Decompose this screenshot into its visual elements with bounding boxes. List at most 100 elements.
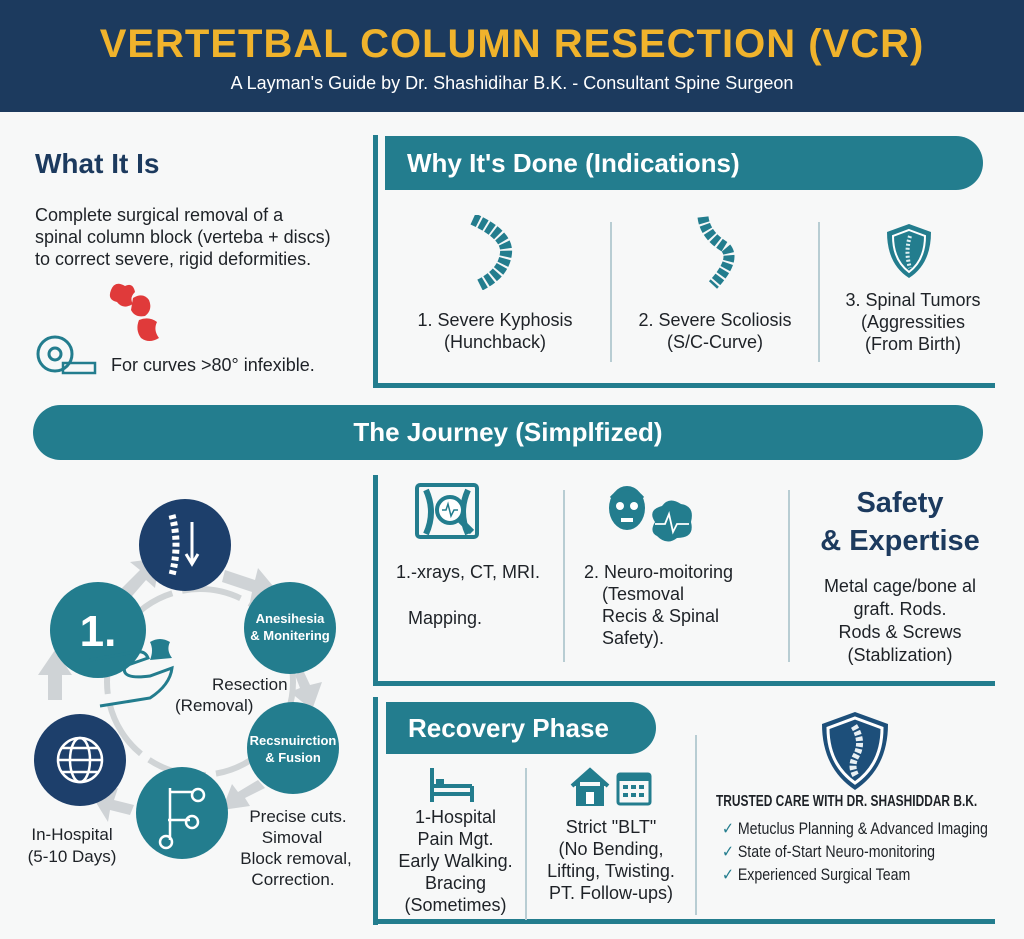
hospital-bed-icon bbox=[430, 768, 474, 802]
indication-subtitle: (From Birth) bbox=[865, 334, 961, 354]
indication-title: 1. Severe Kyphosis bbox=[417, 310, 573, 330]
spine-icon bbox=[168, 514, 180, 576]
divider bbox=[610, 222, 612, 362]
journey-border bbox=[373, 681, 995, 686]
indication-tumors: 3. Spinal Tumors(Aggressities(From Birth… bbox=[818, 289, 1008, 355]
safety-heading: Safety & Expertise bbox=[800, 484, 1000, 560]
safety-line: Rods & Screws bbox=[838, 622, 962, 642]
indication-kyphosis: 1. Severe Kyphosis(Hunchback) bbox=[400, 309, 590, 353]
safety-heading-line: Safety bbox=[856, 487, 944, 519]
check-icon: ✓ bbox=[722, 843, 738, 861]
trusted-care-item: ✓ State of-Start Neuro-monitoring bbox=[722, 841, 1014, 864]
trusted-care-list: ✓ Metuclus Planning & Advanced Imaging ✓… bbox=[722, 818, 1014, 887]
kyphosis-spine-icon bbox=[470, 215, 513, 290]
trusted-care-item: ✓ Experienced Surgical Team bbox=[722, 864, 1014, 887]
rods-circle bbox=[136, 767, 228, 859]
page-title: VERTETBAL COLUMN RESECTION (VCR) bbox=[99, 22, 925, 66]
anesthesia-circle bbox=[244, 582, 336, 674]
description-line: spinal column block (verteba + discs) bbox=[35, 227, 331, 247]
what-it-is-description: Complete surgical removal of a spinal co… bbox=[35, 204, 331, 270]
indication-title: 3. Spinal Tumors bbox=[845, 290, 981, 310]
resection-step: Simoval bbox=[262, 828, 322, 847]
safety-line: graft. Rods. bbox=[853, 599, 947, 619]
globe-icon bbox=[56, 736, 104, 784]
recovery-line: Lifting, Twisting. bbox=[547, 861, 675, 881]
recovery-line: Pain Mgt. bbox=[417, 829, 494, 849]
resection-step: Precise cuts. bbox=[249, 807, 346, 826]
imaging-scan-icon bbox=[415, 483, 479, 539]
check-icon: ✓ bbox=[722, 866, 738, 884]
home-recovery: Strict "BLT" (No Bending, Lifting, Twist… bbox=[530, 816, 692, 904]
home-calendar-icon bbox=[570, 767, 652, 806]
divider bbox=[525, 768, 527, 920]
reconstruction-label: Recsnuirction bbox=[250, 733, 337, 748]
trusted-care-text: Metuclus Planning & Advanced Imaging bbox=[737, 820, 988, 838]
divider bbox=[788, 490, 790, 662]
recovery-line: 1-Hospital bbox=[414, 807, 497, 827]
tape-measure-icon bbox=[36, 335, 97, 375]
trusted-care-item: ✓ Metuclus Planning & Advanced Imaging bbox=[722, 818, 1014, 841]
safety-line: Metal cage/bone al bbox=[823, 576, 977, 596]
indication-subtitle: (Aggressities bbox=[860, 312, 966, 332]
shield-spine-icon bbox=[887, 224, 931, 278]
divider bbox=[695, 735, 697, 915]
resection-steps: Precise cuts. Simoval Block removal, Cor… bbox=[240, 807, 351, 889]
recovery-line: Bracing bbox=[424, 873, 487, 893]
recovery-line: (No Bending, bbox=[558, 839, 664, 859]
curve-note: For curves >80° infexible. bbox=[111, 355, 315, 375]
imaging-step: 1.-xrays, CT, MRI. Mapping. bbox=[396, 561, 540, 629]
indication-scoliosis: 2. Severe Scoliosis(S/C-Curve) bbox=[620, 309, 810, 353]
reconstruction-label: & Fusion bbox=[265, 750, 321, 765]
safety-heading-line: & Expertise bbox=[820, 525, 980, 557]
indications-border bbox=[373, 135, 378, 388]
imaging-step-detail: Mapping. bbox=[408, 608, 483, 628]
imaging-step-title: 1.-xrays, CT, MRI. bbox=[396, 562, 541, 582]
trusted-care-heading: TRUSTED CARE WITH DR. SHASHIDDAR B.K. bbox=[716, 793, 978, 810]
indications-heading: Why It's Done (Indications) bbox=[385, 136, 983, 190]
safety-details: Metal cage/bone al graft. Rods. Rods & S… bbox=[800, 575, 1000, 667]
resection-label: Resection bbox=[212, 675, 288, 694]
recovery-line: Strict "BLT" bbox=[565, 817, 657, 837]
description-line: to correct severe, rigid deformities. bbox=[35, 249, 312, 269]
recovery-line: PT. Follow-ups) bbox=[548, 883, 674, 903]
recovery-border bbox=[373, 919, 995, 924]
journey-cycle-diagram: 1. Anesihesia & Monitering Recsnuirction… bbox=[28, 499, 352, 889]
trusted-care-text: State of-Start Neuro-monitoring bbox=[737, 843, 936, 861]
indication-title: 2. Severe Scoliosis bbox=[638, 310, 792, 330]
reconstruction-circle bbox=[247, 702, 339, 794]
scoliosis-spine-icon bbox=[697, 216, 735, 289]
indication-subtitle: (S/C-Curve) bbox=[666, 332, 763, 352]
step-one-label: 1. bbox=[80, 607, 117, 656]
hospital-label: In-Hospital bbox=[31, 825, 112, 844]
spine-correction-circle bbox=[139, 499, 231, 591]
step-line: (Tesmoval bbox=[602, 584, 685, 604]
anesthesia-label: Anesihesia bbox=[256, 611, 325, 626]
journey-heading: The Journey (Simplfized) bbox=[33, 405, 983, 460]
description-line: Complete surgical removal of a bbox=[35, 205, 284, 225]
what-it-is-heading: What It Is bbox=[35, 148, 160, 179]
header-banner bbox=[0, 0, 1024, 112]
journey-border bbox=[373, 475, 378, 686]
red-vertebrae-icon bbox=[109, 283, 159, 341]
shield-spine-emblem-icon bbox=[822, 712, 888, 790]
safety-line: (Stablization) bbox=[847, 645, 953, 665]
page-subtitle: A Layman's Guide by Dr. Shashidihar B.K.… bbox=[230, 73, 794, 93]
resection-step: Block removal, bbox=[240, 849, 351, 868]
hospital-label: (5-10 Days) bbox=[28, 847, 117, 866]
recovery-line: (Sometimes) bbox=[404, 895, 507, 915]
neuro-monitoring-step: 2. Neuro-moitoring (Tesmoval Recis & Spi… bbox=[584, 561, 733, 649]
recovery-heading: Recovery Phase bbox=[386, 702, 656, 754]
resection-step: Correction. bbox=[251, 870, 334, 889]
divider bbox=[563, 490, 565, 662]
step-line: Recis & Spinal bbox=[602, 606, 720, 626]
resection-label: (Removal) bbox=[175, 696, 253, 715]
rods-screws-icon bbox=[158, 787, 206, 850]
check-icon: ✓ bbox=[722, 820, 738, 838]
recovery-line: Early Walking. bbox=[398, 851, 513, 871]
arrow-down-icon bbox=[184, 522, 200, 567]
step-line: Safety). bbox=[602, 628, 665, 648]
recovery-border bbox=[373, 697, 378, 925]
hand-holding-vertebra-icon bbox=[89, 639, 174, 708]
trusted-care-text: Experienced Surgical Team bbox=[737, 866, 911, 884]
anesthesia-label: & Monitering bbox=[250, 628, 329, 643]
